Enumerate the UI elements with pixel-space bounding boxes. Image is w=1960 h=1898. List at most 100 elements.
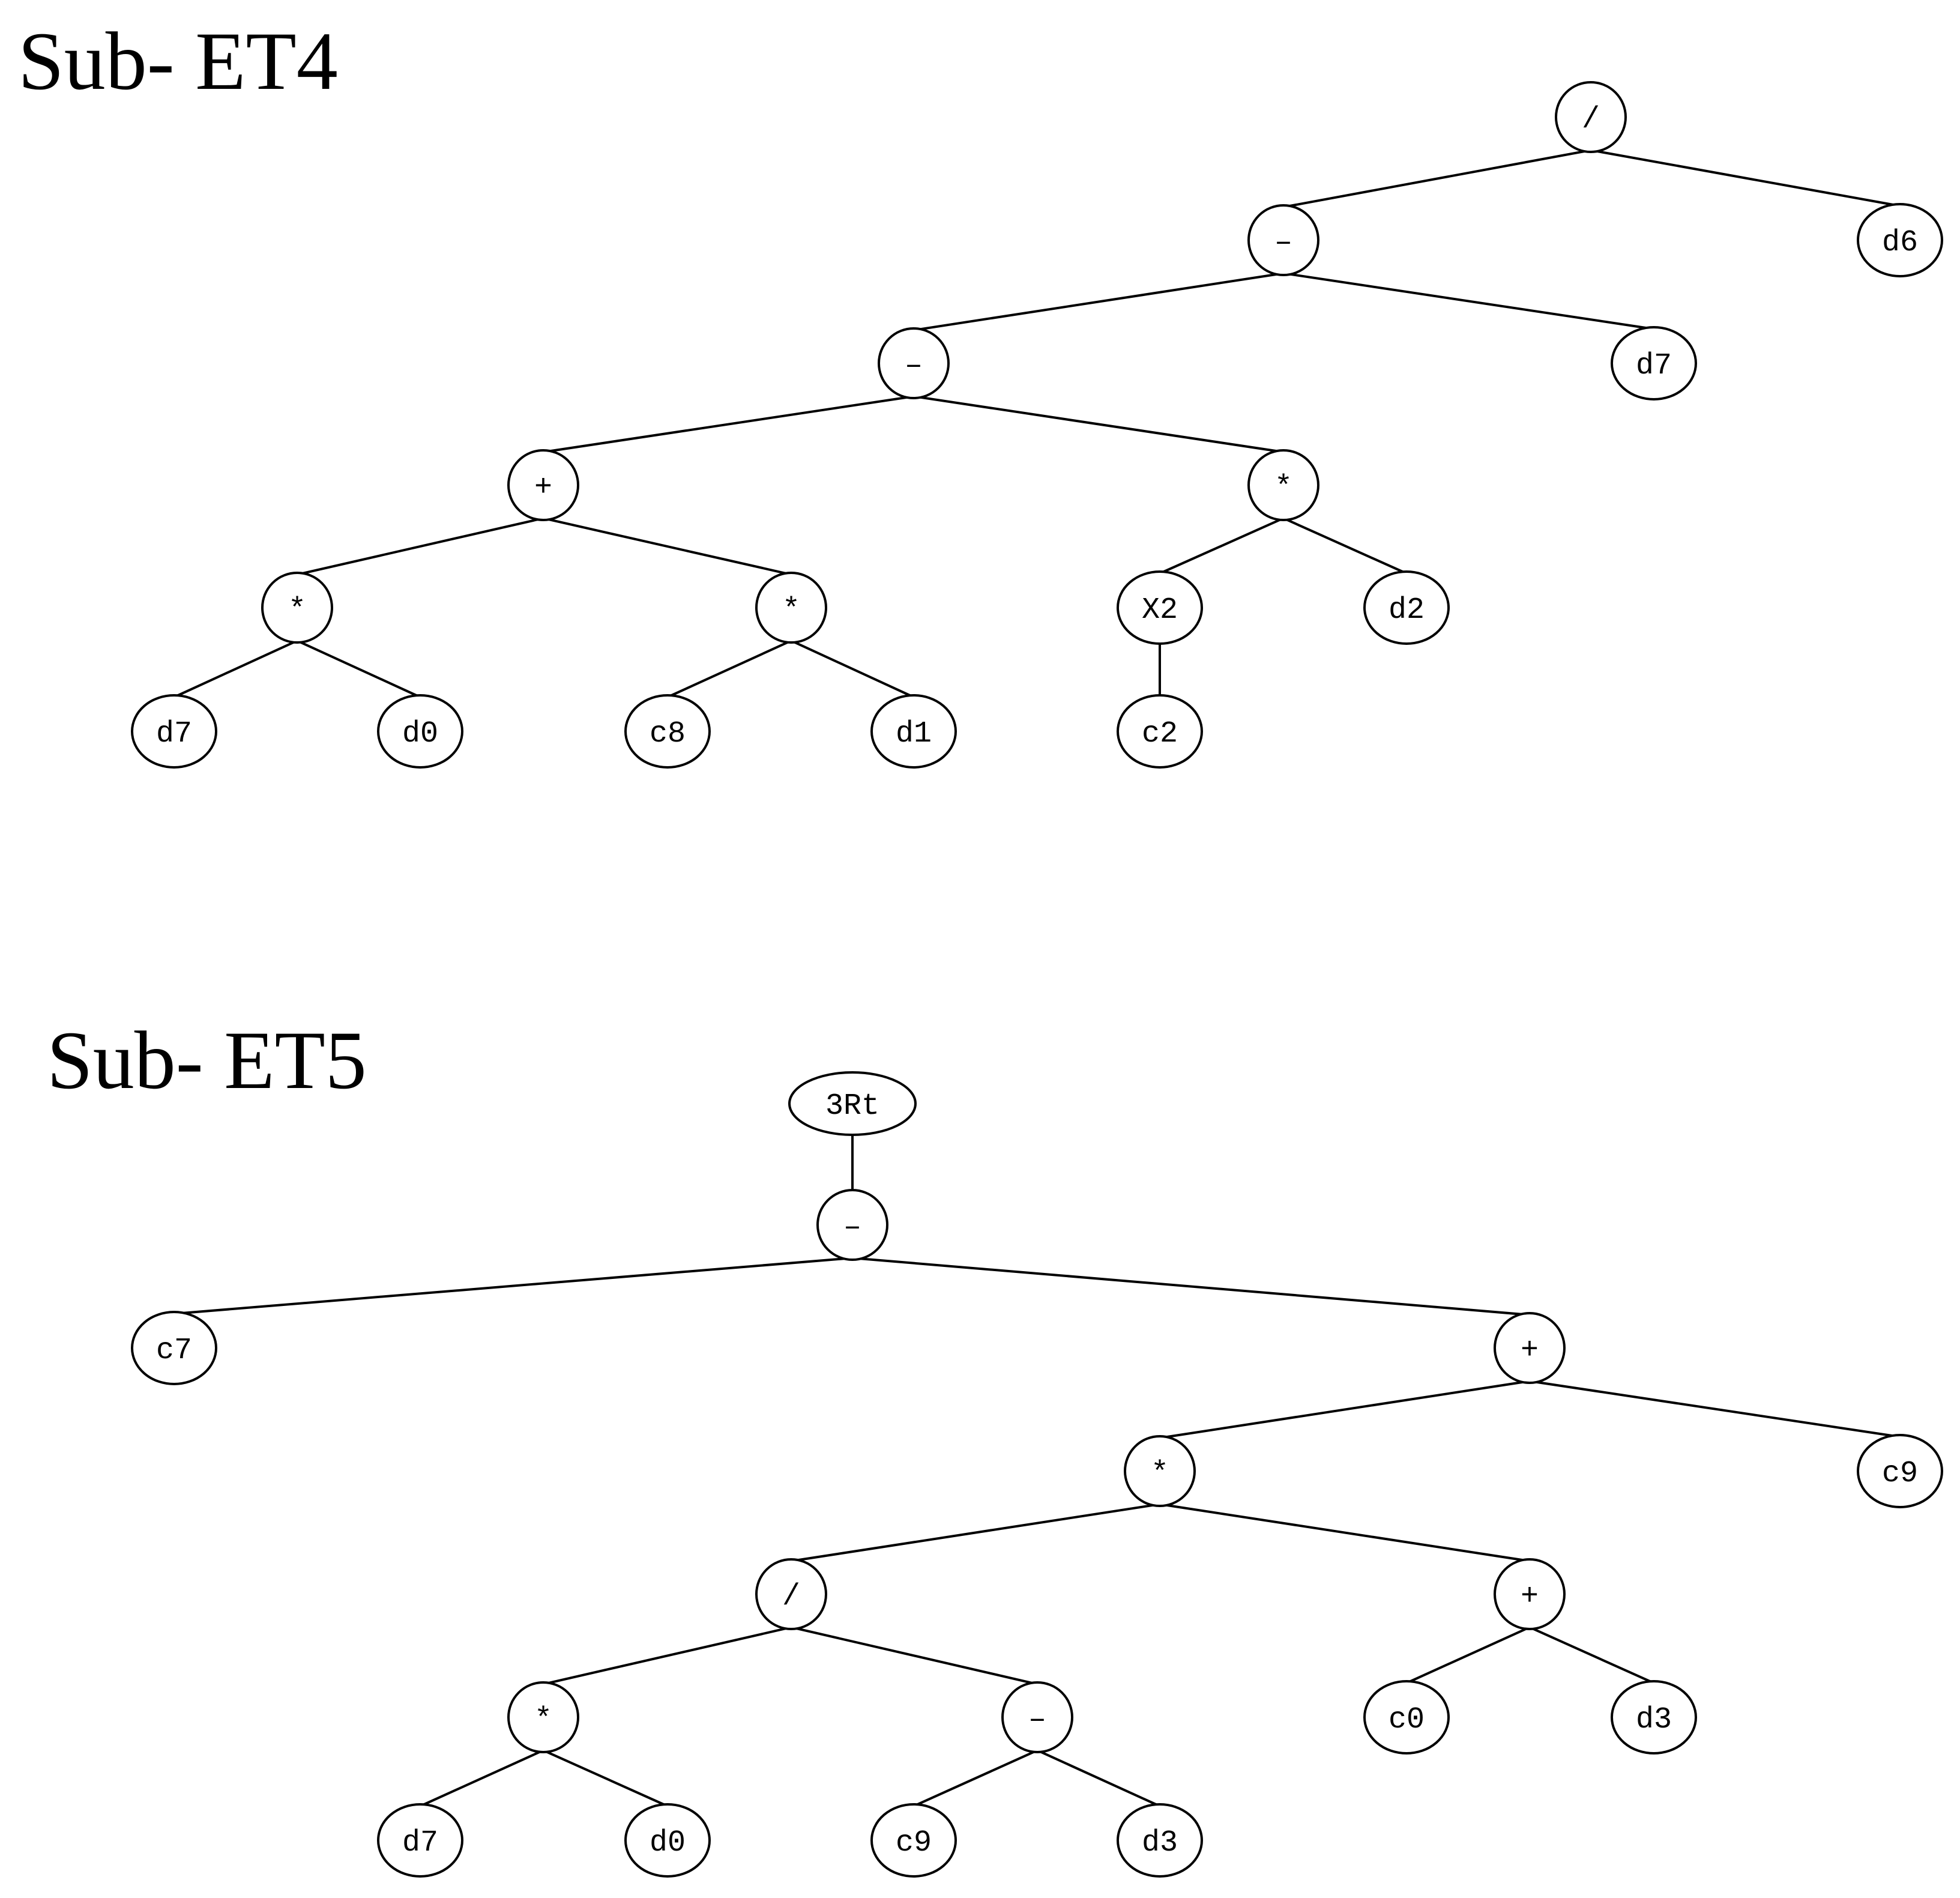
et4-tree-node: *: [1247, 449, 1319, 521]
et5-edge: [543, 1749, 668, 1807]
node-ellipse: [755, 1558, 827, 1630]
node-ellipse: [1494, 1312, 1566, 1384]
et5-tree-node: 3Rt: [788, 1071, 917, 1136]
node-ellipse: [261, 572, 333, 644]
et5-tree-node: c0: [1363, 1680, 1450, 1754]
et5-tree-node: +: [1494, 1312, 1566, 1384]
tree-edges: [173, 149, 1901, 1807]
et4-tree-node: d7: [131, 694, 217, 769]
et4-tree-node: c2: [1117, 694, 1203, 769]
node-label: 3Rt: [825, 1089, 879, 1123]
et4-title: Sub- ET4: [18, 15, 338, 107]
node-label: +: [1521, 1334, 1539, 1368]
node-ellipse: [1117, 1803, 1203, 1878]
et5-edge: [1529, 1380, 1901, 1438]
et4-edge: [667, 639, 792, 698]
et4-tree-node: d0: [377, 694, 463, 769]
node-ellipse: [1117, 694, 1203, 769]
et5-edge: [791, 1503, 1160, 1562]
node-label: c9: [1882, 1457, 1918, 1491]
et5-tree-node: /: [755, 1558, 827, 1630]
et5-tree-node: +: [1494, 1558, 1566, 1630]
et5-tree-node: c7: [131, 1311, 217, 1385]
node-ellipse: [1001, 1681, 1073, 1753]
et5-edge: [1529, 1626, 1654, 1684]
et4-tree-node: d1: [870, 694, 957, 769]
node-label: c7: [156, 1334, 192, 1368]
et5-edge: [1406, 1626, 1530, 1684]
node-ellipse: [624, 1803, 711, 1878]
node-label: c8: [650, 717, 686, 751]
node-ellipse: [1363, 570, 1450, 645]
node-ellipse: [816, 1189, 888, 1261]
et4-tree-node: c8: [624, 694, 711, 769]
node-label: /: [1582, 103, 1600, 137]
node-label: c2: [1142, 717, 1178, 751]
et4-tree-node: –: [878, 327, 950, 399]
node-ellipse: [377, 694, 463, 769]
et5-edge: [913, 1749, 1038, 1807]
node-label: *: [1274, 471, 1292, 505]
et5-title: Sub- ET5: [47, 1014, 367, 1106]
node-label: d6: [1882, 226, 1918, 260]
et5-edge: [791, 1626, 1038, 1685]
node-label: –: [905, 349, 923, 383]
et5-edge: [420, 1749, 544, 1807]
node-ellipse: [1247, 449, 1319, 521]
et5-edge: [543, 1626, 792, 1685]
node-label: d7: [156, 717, 192, 751]
et4-edge: [543, 395, 914, 453]
node-label: c9: [896, 1826, 932, 1860]
et5-tree-node: –: [816, 1189, 888, 1261]
et4-edge: [1283, 272, 1654, 330]
node-ellipse: [870, 694, 957, 769]
node-label: +: [1521, 1580, 1539, 1614]
node-ellipse: [1857, 1434, 1943, 1508]
node-ellipse: [1494, 1558, 1566, 1630]
et4-tree-node: *: [261, 572, 333, 644]
node-ellipse: [1555, 81, 1627, 153]
et4-tree-node: d6: [1857, 203, 1943, 277]
node-ellipse: [507, 449, 579, 521]
et4-edge: [1283, 149, 1591, 208]
node-label: *: [288, 593, 306, 627]
et5-edge: [1037, 1749, 1160, 1807]
et5-tree-node: d3: [1611, 1680, 1697, 1754]
et5-tree-node: c9: [1857, 1434, 1943, 1508]
node-label: X2: [1142, 593, 1178, 627]
et4-tree-node: –: [1247, 204, 1319, 276]
node-ellipse: [870, 1803, 957, 1878]
et4-edge: [543, 517, 792, 576]
node-label: d3: [1142, 1826, 1178, 1860]
node-ellipse: [131, 694, 217, 769]
et5-tree-node: c9: [870, 1803, 957, 1878]
et4-tree-node: X2: [1117, 570, 1203, 645]
node-label: –: [1028, 1703, 1046, 1737]
et4-edge: [1590, 149, 1901, 207]
node-ellipse: [1247, 204, 1319, 276]
node-label: d7: [402, 1826, 438, 1860]
node-label: –: [843, 1210, 861, 1245]
node-label: –: [1274, 226, 1292, 260]
et4-edge: [913, 395, 1284, 453]
node-label: d1: [896, 717, 932, 751]
node-ellipse: [1117, 570, 1203, 645]
node-label: +: [534, 471, 552, 505]
node-label: c0: [1389, 1703, 1425, 1737]
node-label: *: [534, 1703, 552, 1737]
et5-edge: [173, 1257, 853, 1315]
node-label: d0: [650, 1826, 686, 1860]
node-label: /: [782, 1580, 800, 1614]
node-ellipse: [624, 694, 711, 769]
node-ellipse: [377, 1803, 463, 1878]
et5-edge: [1159, 1503, 1530, 1562]
node-label: *: [1151, 1457, 1169, 1491]
node-label: d3: [1636, 1703, 1672, 1737]
et4-edge: [173, 639, 298, 698]
et4-edge: [913, 272, 1284, 331]
node-ellipse: [1611, 1680, 1697, 1754]
et4-tree-node: /: [1555, 81, 1627, 153]
node-ellipse: [878, 327, 950, 399]
node-ellipse: [131, 1311, 217, 1385]
